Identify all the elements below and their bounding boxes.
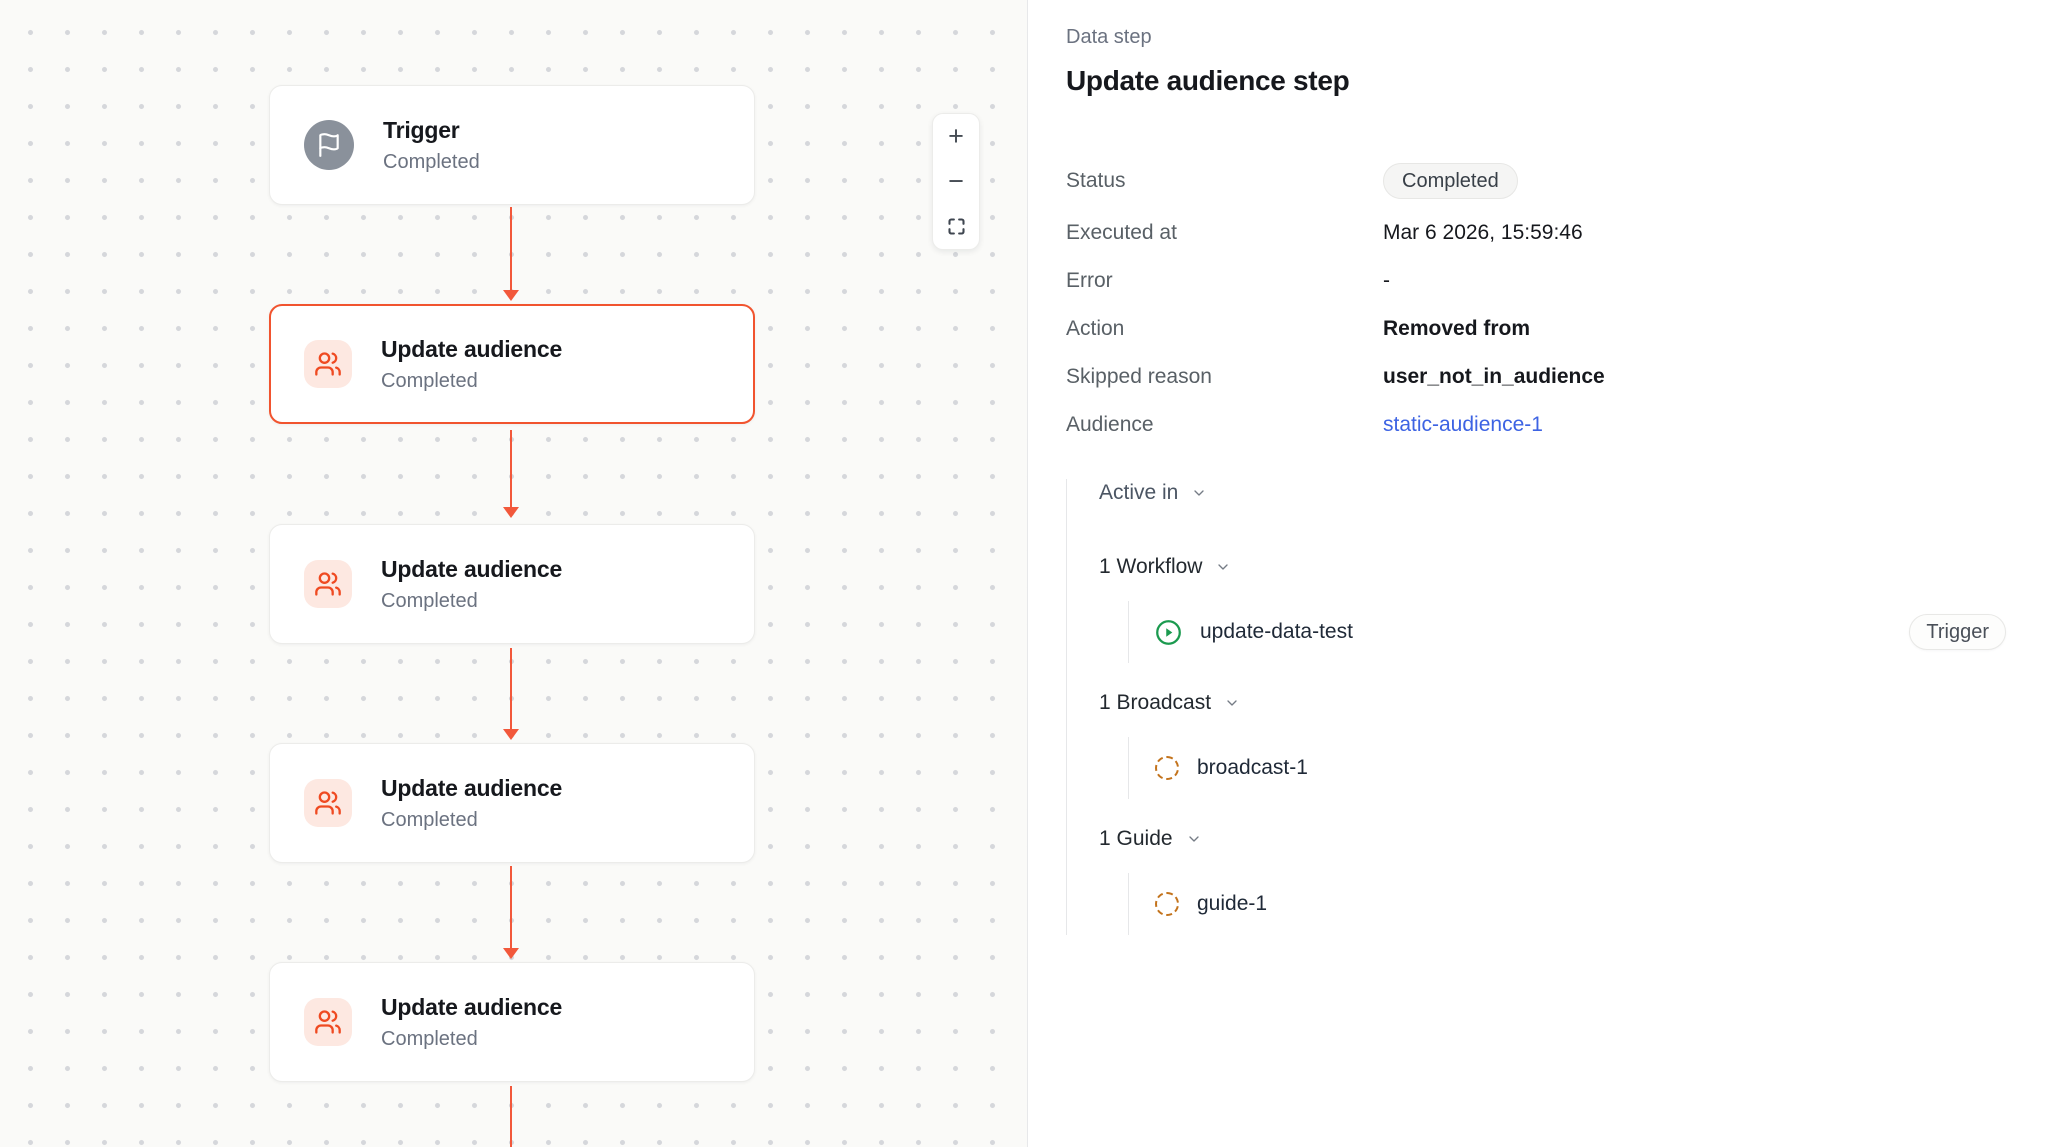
status-badge: Completed [1383, 163, 1518, 199]
node-title: Update audience [381, 774, 563, 801]
trigger-badge: Trigger [1909, 614, 2006, 650]
chevron-down-icon [1194, 490, 1205, 496]
active-in-toggle[interactable]: Active in [1099, 479, 2048, 507]
chevron-down-icon [1227, 700, 1237, 706]
step-type-label: Data step [1066, 26, 1152, 48]
detail-label: Action [1066, 317, 1125, 340]
node-title: Update audience [381, 335, 563, 362]
node-title: Update audience [381, 555, 563, 582]
node-update-audience-selected[interactable]: Update audience Completed [269, 304, 755, 424]
connector-arrow [503, 430, 519, 518]
canvas-zoom-controls: + − [932, 113, 980, 250]
active-in-label: Active in [1099, 481, 1179, 504]
detail-row-action: Action Removed from [1066, 317, 2048, 341]
broadcast-item-broadcast-1[interactable]: broadcast-1 [1128, 737, 2048, 799]
dashed-circle-icon [1155, 756, 1179, 780]
fit-view-button[interactable] [933, 204, 979, 249]
connector-arrow [503, 1086, 519, 1147]
play-circle-icon [1156, 619, 1181, 645]
detail-row-skipped-reason: Skipped reason user_not_in_audience [1066, 365, 2048, 389]
workflow-name: update-data-test [1200, 620, 1353, 643]
detail-value: Mar 6 2026, 15:59:46 [1383, 221, 1583, 244]
node-status: Completed [383, 150, 480, 173]
connector-arrow [503, 866, 519, 959]
group-heading-label: 1 Workflow [1099, 555, 1203, 578]
flag-icon [304, 120, 354, 170]
node-title: Update audience [381, 993, 563, 1020]
audience-link[interactable]: static-audience-1 [1383, 413, 1543, 436]
step-details-panel: Data step Update audience step Status Co… [1028, 0, 2048, 1147]
detail-value: Removed from [1383, 317, 1531, 340]
chevron-down-icon [1218, 564, 1229, 570]
users-icon [304, 998, 352, 1046]
detail-row-executed-at: Executed at Mar 6 2026, 15:59:46 [1066, 221, 2048, 245]
detail-label: Skipped reason [1066, 365, 1212, 388]
node-title: Trigger [383, 116, 460, 143]
group-heading-label: 1 Guide [1099, 827, 1173, 850]
node-update-audience-4[interactable]: Update audience Completed [269, 962, 755, 1082]
broadcast-name: broadcast-1 [1197, 756, 1308, 779]
page-title: Update audience step [1066, 65, 1350, 96]
detail-row-status: Status Completed [1066, 163, 2048, 199]
flow-canvas[interactable]: Trigger Completed Update audience Comple… [0, 0, 1028, 1147]
users-icon [304, 560, 352, 608]
connector-arrow [503, 207, 519, 301]
broadcast-group-toggle[interactable]: 1 Broadcast [1099, 689, 2048, 717]
connector-arrow [503, 648, 519, 740]
zoom-out-button[interactable]: − [933, 159, 979, 204]
chevron-down-icon [1188, 836, 1199, 842]
active-in-section: Active in 1 Workflow update-data-test Tr… [1066, 479, 2048, 935]
zoom-in-button[interactable]: + [933, 114, 979, 159]
fullscreen-icon [947, 218, 965, 235]
dashed-circle-icon [1155, 892, 1179, 916]
node-update-audience-2[interactable]: Update audience Completed [269, 524, 755, 644]
node-status: Completed [381, 808, 478, 831]
detail-label: Status [1066, 169, 1126, 192]
node-status: Completed [381, 1027, 478, 1050]
node-update-audience-3[interactable]: Update audience Completed [269, 743, 755, 863]
users-icon [304, 340, 352, 388]
node-trigger[interactable]: Trigger Completed [269, 85, 755, 205]
detail-row-audience: Audience static-audience-1 [1066, 413, 2048, 437]
guide-group-toggle[interactable]: 1 Guide [1099, 825, 2048, 853]
group-heading-label: 1 Broadcast [1099, 691, 1212, 714]
detail-row-error: Error - [1066, 269, 2048, 293]
workflow-group-toggle[interactable]: 1 Workflow [1099, 553, 2048, 581]
detail-label: Audience [1066, 413, 1154, 436]
detail-value: - [1383, 269, 1390, 292]
node-status: Completed [381, 589, 478, 612]
users-icon [304, 779, 352, 827]
detail-label: Executed at [1066, 221, 1177, 244]
guide-item-guide-1[interactable]: guide-1 [1128, 873, 2048, 935]
workflow-item-update-data-test[interactable]: update-data-test Trigger [1128, 601, 2048, 663]
detail-value: user_not_in_audience [1383, 365, 1605, 388]
node-status: Completed [381, 369, 478, 392]
step-details-list: Status Completed Executed at Mar 6 2026,… [1066, 163, 2048, 437]
detail-label: Error [1066, 269, 1113, 292]
guide-name: guide-1 [1197, 892, 1268, 915]
